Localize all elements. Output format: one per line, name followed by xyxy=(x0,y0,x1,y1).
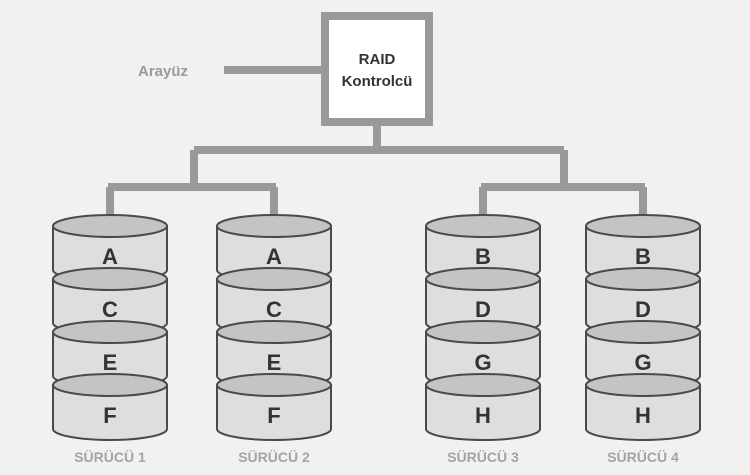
disk-block: D xyxy=(425,267,541,335)
disk-block: A xyxy=(52,214,168,282)
disk-block-label: F xyxy=(103,403,116,428)
disk-block-top xyxy=(425,320,541,344)
disk-block-top xyxy=(425,373,541,397)
disk-block-top xyxy=(585,373,701,397)
drive-3: B D G H SÜRÜCÜ 3 xyxy=(425,214,541,465)
controller-label-line1: RAID xyxy=(359,51,396,68)
drive-2: A C E F SÜRÜCÜ 2 xyxy=(216,214,332,465)
disk-block-label: B xyxy=(475,244,491,269)
disk-block-label: F xyxy=(267,403,280,428)
drive-1: A C E F SÜRÜCÜ 1 xyxy=(52,214,168,465)
disk-block-top xyxy=(216,373,332,397)
disk-block-label: C xyxy=(102,297,118,322)
disk-block-label: A xyxy=(266,244,282,269)
disk-block-body xyxy=(52,384,168,441)
drive-label: SÜRÜCÜ 1 xyxy=(74,449,146,465)
disk-block-label: G xyxy=(474,350,491,375)
drive-label: SÜRÜCÜ 3 xyxy=(447,449,519,465)
disk-block-body xyxy=(216,384,332,441)
disk-block-top xyxy=(216,214,332,238)
drive-4: B D G H SÜRÜCÜ 4 xyxy=(585,214,701,465)
disk-block-top xyxy=(216,267,332,291)
disk-block: H xyxy=(425,373,541,441)
disk-block-label: G xyxy=(634,350,651,375)
controller-box xyxy=(321,12,433,126)
drives-group: A C E F SÜRÜCÜ 1 A C E F SÜRÜCÜ 2 B D G H SÜRÜCÜ 3 B D G H… xyxy=(52,214,701,465)
connector-lines xyxy=(106,66,647,222)
disk-block-top xyxy=(216,320,332,344)
disk-block-top xyxy=(52,320,168,344)
disk-block-body xyxy=(425,384,541,441)
disk-block: G xyxy=(585,320,701,388)
raid-controller: RAID Kontrolcü xyxy=(321,12,433,126)
disk-block: E xyxy=(216,320,332,388)
disk-block-top xyxy=(585,214,701,238)
disk-block-body xyxy=(585,384,701,441)
controller-label-line2: Kontrolcü xyxy=(342,73,413,90)
disk-block: B xyxy=(585,214,701,282)
disk-block: B xyxy=(425,214,541,282)
disk-block: H xyxy=(585,373,701,441)
disk-block-label: B xyxy=(635,244,651,269)
disk-block-top xyxy=(425,214,541,238)
disk-block: D xyxy=(585,267,701,335)
interface-label: Arayüz xyxy=(138,63,188,80)
disk-block-label: D xyxy=(635,297,651,322)
disk-block-top xyxy=(585,320,701,344)
disk-block-label: E xyxy=(267,350,282,375)
interface-group: Arayüz xyxy=(138,63,188,80)
disk-block-label: H xyxy=(475,403,491,428)
disk-block-top xyxy=(52,267,168,291)
disk-block-label: D xyxy=(475,297,491,322)
disk-block-label: E xyxy=(103,350,118,375)
disk-block-top xyxy=(52,214,168,238)
disk-block: E xyxy=(52,320,168,388)
disk-block-label: A xyxy=(102,244,118,269)
disk-block-label: H xyxy=(635,403,651,428)
drive-label: SÜRÜCÜ 2 xyxy=(238,449,310,465)
disk-block-top xyxy=(425,267,541,291)
disk-block-top xyxy=(52,373,168,397)
disk-block: F xyxy=(52,373,168,441)
disk-block-top xyxy=(585,267,701,291)
disk-block: F xyxy=(216,373,332,441)
drive-label: SÜRÜCÜ 4 xyxy=(607,449,679,465)
disk-block-label: C xyxy=(266,297,282,322)
